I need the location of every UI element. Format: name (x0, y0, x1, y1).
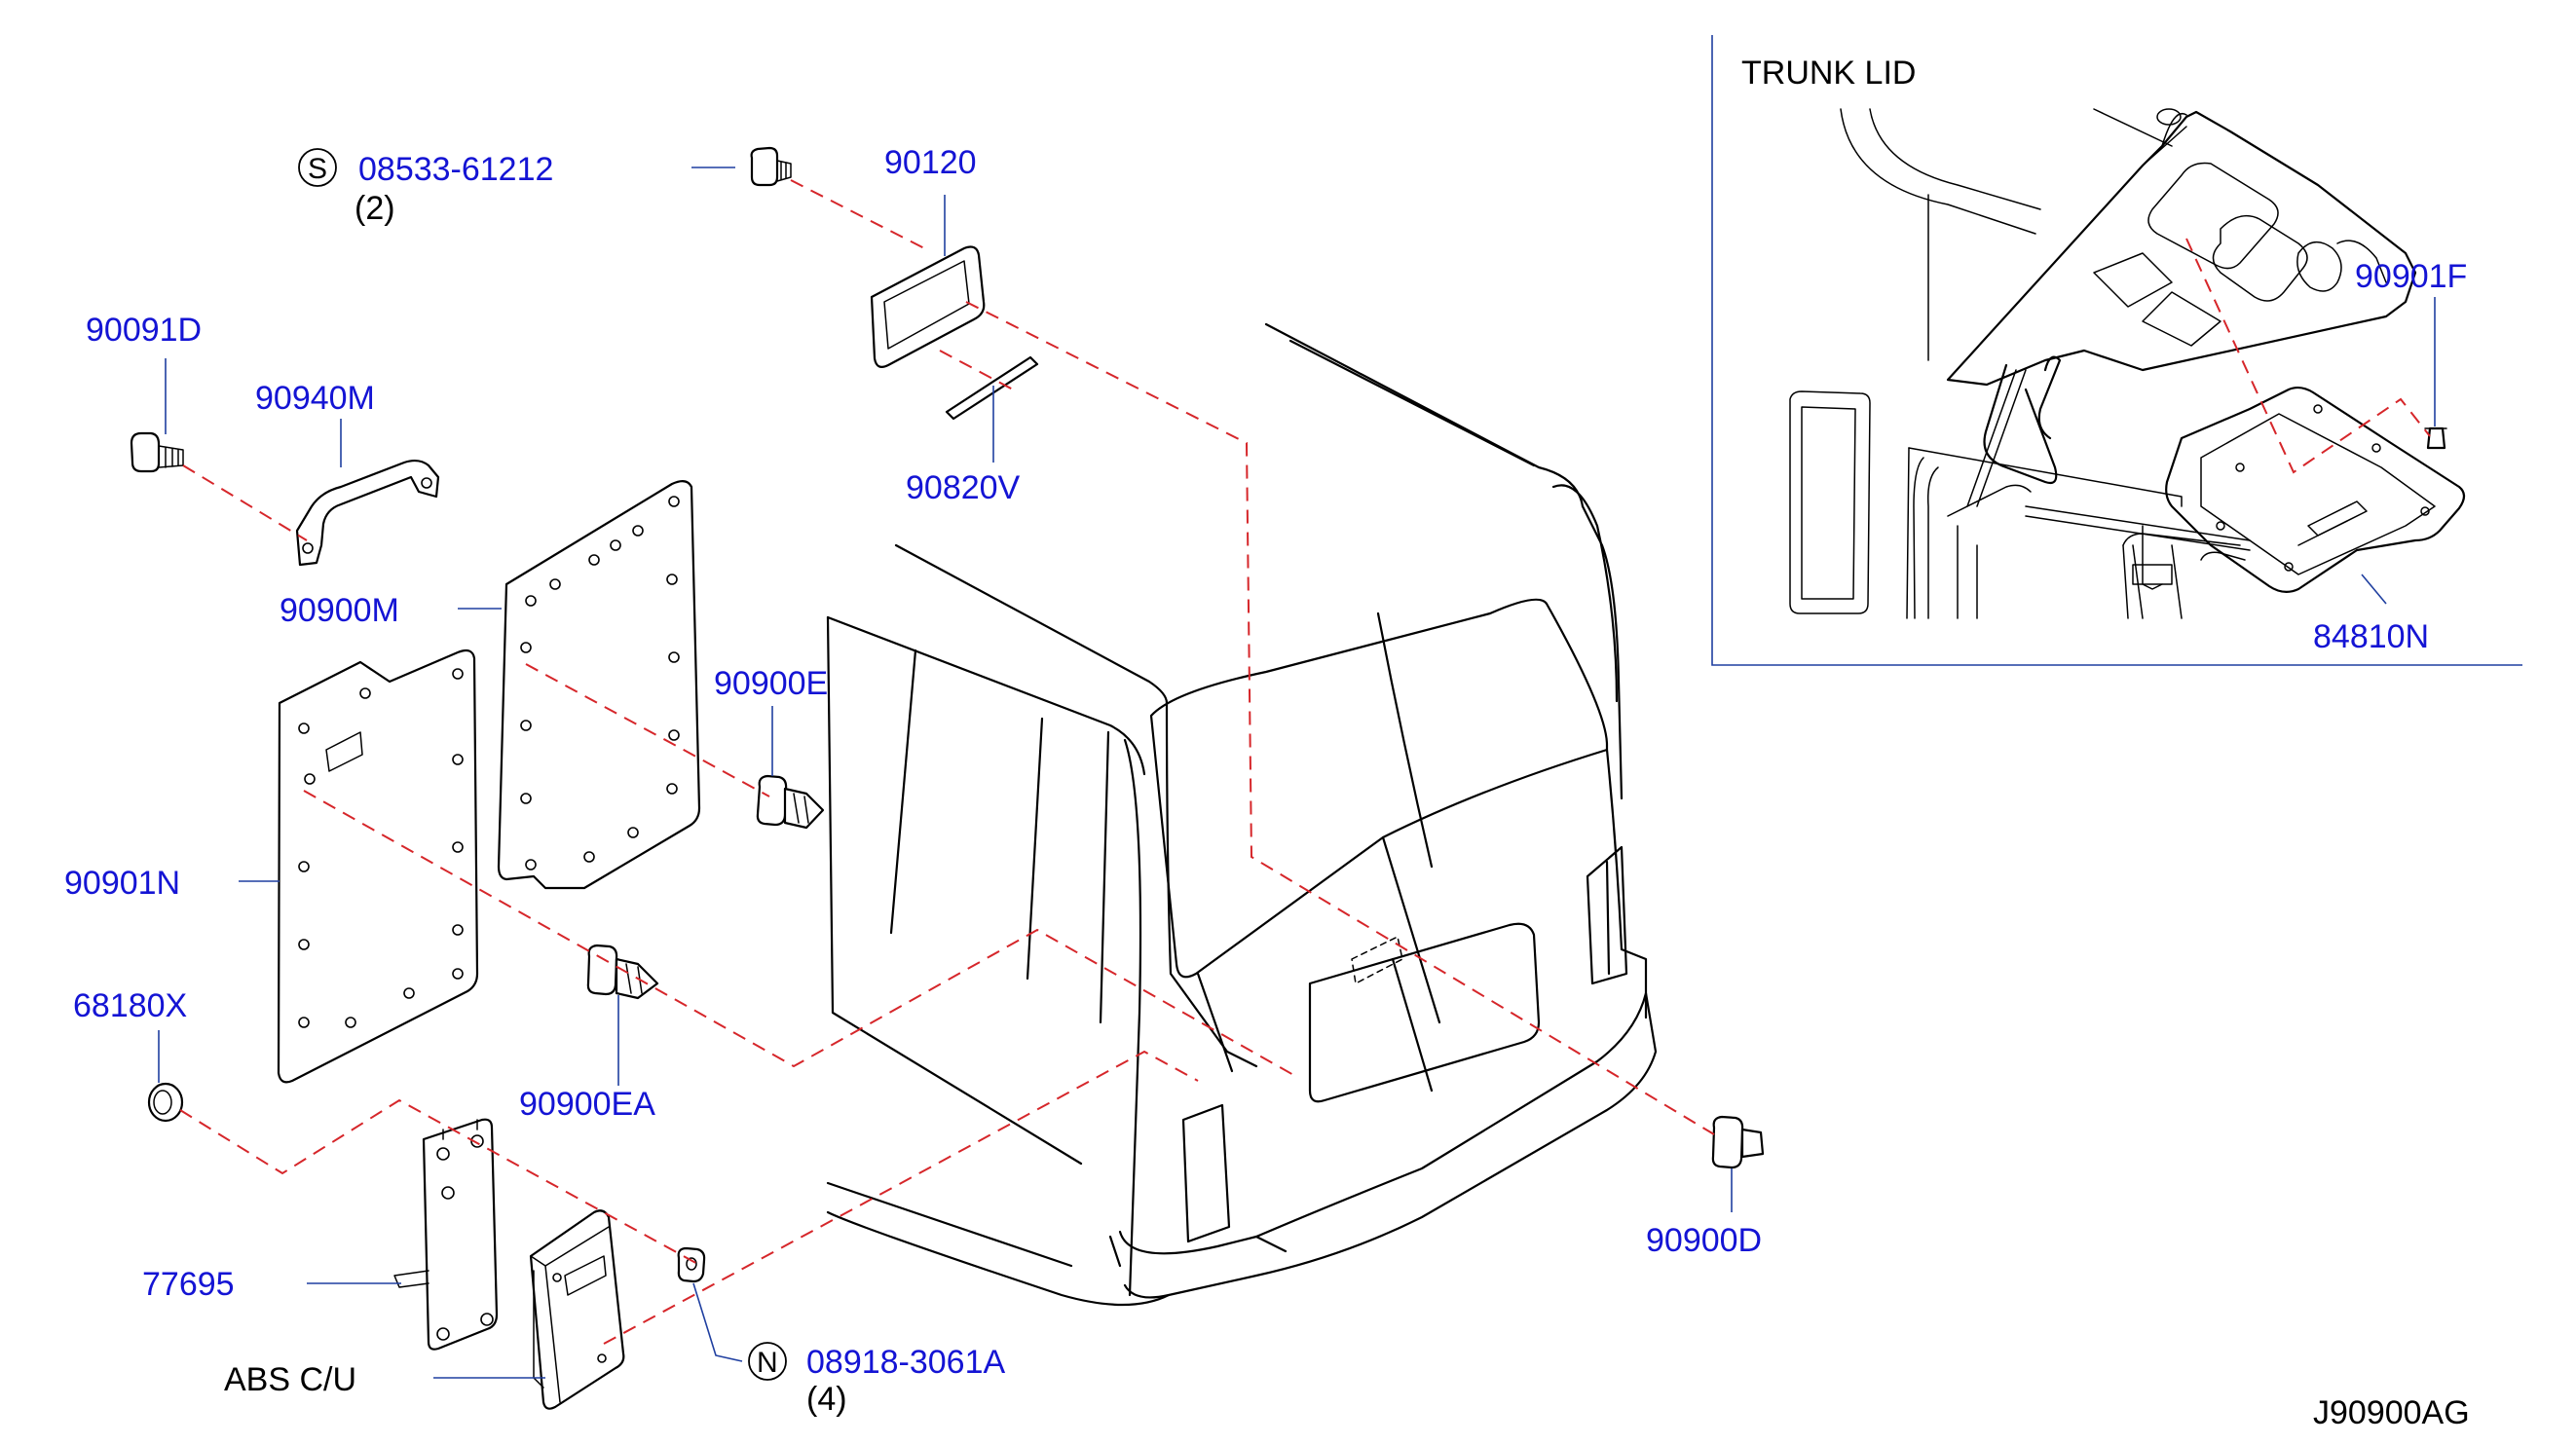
label-90940M: 90940M (255, 380, 375, 417)
label-90901N: 90901N (64, 865, 180, 902)
qty-bolt-s: (2) (355, 190, 395, 227)
part-90900D (1711, 1115, 1765, 1169)
inset-frame (1711, 35, 2522, 666)
symbol-s: S (308, 153, 327, 185)
label-90120: 90120 (884, 144, 977, 181)
label-90900D: 90900D (1646, 1222, 1762, 1259)
van-rear-body (826, 322, 1658, 1307)
part-77695 (393, 1118, 499, 1351)
qty-nut-n: (4) (806, 1381, 847, 1418)
drawing-code: J90900AG (2313, 1394, 2470, 1431)
label-90900M: 90900M (280, 592, 399, 629)
symbol-s-circle (298, 148, 337, 187)
trunk-lid-inset: TRUNK LID (1711, 35, 2522, 666)
part-90900EA (586, 944, 659, 1000)
label-90901F: 90901F (2355, 258, 2467, 295)
part-labels: S 08533-61212 (2) 90091D 90940M 90900M 9… (64, 144, 2470, 1431)
part-90901N (277, 648, 479, 1084)
label-90900E: 90900E (714, 665, 828, 702)
part-90900E (756, 774, 825, 830)
part-68180X (147, 1082, 184, 1123)
part-abs-cu (529, 1209, 625, 1410)
label-77695: 77695 (142, 1266, 235, 1303)
label-90820V: 90820V (906, 469, 1021, 506)
label-84810N: 84810N (2313, 618, 2429, 655)
part-90120 (870, 245, 986, 368)
label-08533-61212: 08533-61212 (358, 151, 553, 188)
part-90091D (130, 431, 184, 473)
nut-08918 (677, 1246, 706, 1283)
inset-title: TRUNK LID (1741, 55, 1916, 92)
symbol-n: N (757, 1347, 778, 1379)
bolt-08533 (750, 146, 792, 187)
part-90900M (497, 480, 701, 890)
label-08918-3061A: 08918-3061A (806, 1344, 1006, 1381)
symbol-n-circle (748, 1342, 787, 1381)
label-90091D: 90091D (86, 312, 202, 349)
label-90900EA: 90900EA (519, 1086, 655, 1123)
label-68180X: 68180X (73, 987, 187, 1024)
part-90820V (945, 355, 1039, 421)
label-abs-cu: ABS C/U (224, 1361, 356, 1398)
reference-lines (179, 179, 1715, 1345)
leader-lines (158, 167, 1733, 1379)
part-90940M (295, 459, 440, 567)
